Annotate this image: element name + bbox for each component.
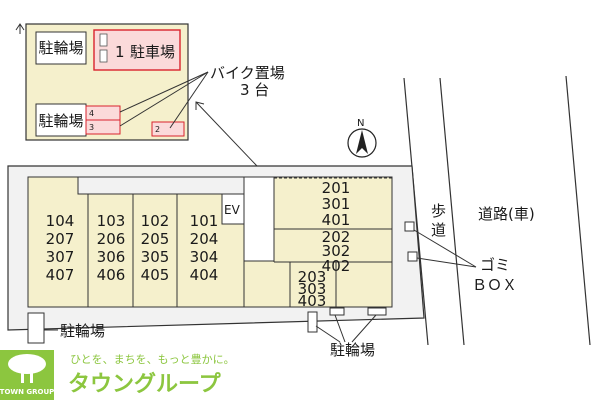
bike-leader-1 [119,71,209,113]
bicycle-stand-right-1 [307,311,318,333]
unit-307: 307 [46,248,75,266]
garbage-box-1 [404,221,415,232]
bicycle-right-leader-1 [315,325,341,343]
inset-bicycle-label-bottom: 駐輪場 [38,112,83,130]
unit-407: 407 [46,266,75,284]
sidewalk-label-2: 道 [431,221,446,239]
unit-103: 103 [97,212,126,230]
road-label: 道路(車) [478,205,535,223]
unit-102: 102 [141,212,170,230]
unit-406: 406 [97,266,126,284]
bike-leader-2 [119,71,209,127]
brand-tagline: ひとを、まちを、もっと豊かに。 [70,353,235,366]
relation-arrow-head-start [195,101,205,110]
unit-204: 204 [190,230,219,248]
inset-bike-slot-3-label: 3 [89,123,94,132]
stair-hall [243,176,275,262]
unit-203: 203 [298,268,327,286]
unit-101: 101 [190,212,219,230]
tree-logo-icon [8,354,46,383]
road-line-east [565,75,591,346]
unit-402: 402 [322,257,351,275]
inset-car-slot-2 [99,49,108,63]
inset-car-number: 1 [115,43,125,61]
unit-301: 301 [322,195,351,213]
unit-206: 206 [97,230,126,248]
unit-304: 304 [190,248,219,266]
brand-name: タウングループ [68,371,222,397]
unit-306: 306 [97,248,126,266]
bike-area-count: 3 台 [240,81,269,99]
unit-202: 202 [322,228,351,246]
inset-bike-slot-3 [85,119,121,135]
inset-arrow-head [15,23,25,31]
unit-205: 205 [141,230,170,248]
unit-404: 404 [190,266,219,284]
sidewalk-line-east [439,77,465,346]
corridor [77,176,245,195]
brand-logo-caption: TOWN GROUP [0,388,54,396]
inset-bicycle-label-top: 駐輪場 [38,39,83,57]
sidewalk-label-1: 歩 [431,202,446,220]
bike-area-label: バイク置場 [210,64,285,82]
unit-207: 207 [46,230,75,248]
elevator [221,193,245,225]
unit-305: 305 [141,248,170,266]
bicycle-stand-left [27,312,45,344]
bicycle-parking-right-label: 駐輪場 [330,341,375,359]
garbage-box-label: ＢＯＸ [472,276,517,294]
inset-bicycle-box-top [35,31,87,65]
inset-car-parking [93,29,181,71]
bicycle-parking-left-label: 駐輪場 [60,322,105,340]
bicycle-right-leader-3 [351,314,377,343]
garbage-label: ゴミ [480,256,510,274]
garbage-leader-2 [416,257,477,268]
unit-302: 302 [322,242,351,260]
unit-104: 104 [46,212,75,230]
bike-leader-3 [169,71,209,129]
inset-bicycle-box-bottom [35,103,87,137]
inset-car-label: 駐車場 [130,43,175,61]
building-west-wing [27,176,245,308]
bicycle-stand-right-3 [367,307,387,316]
inset-car-slot-1 [99,33,108,47]
unit-403: 403 [298,292,327,310]
unit-405: 405 [141,266,170,284]
inset-bike-slot-4-label: 4 [89,109,94,118]
compass-label: N [357,118,364,129]
inset-bike-slot-2 [151,121,185,137]
garbage-leader-1 [413,229,477,268]
compass-icon [347,128,377,158]
bicycle-right-leader-2 [334,314,346,343]
unit-201: 201 [322,179,351,197]
bicycle-stand-right-2 [329,307,345,316]
unit-303: 303 [298,280,327,298]
elevator-label: EV [224,203,241,217]
garbage-box-2 [407,251,418,262]
inset-bike-slot-2-label: 2 [155,125,160,134]
unit-401: 401 [322,211,351,229]
